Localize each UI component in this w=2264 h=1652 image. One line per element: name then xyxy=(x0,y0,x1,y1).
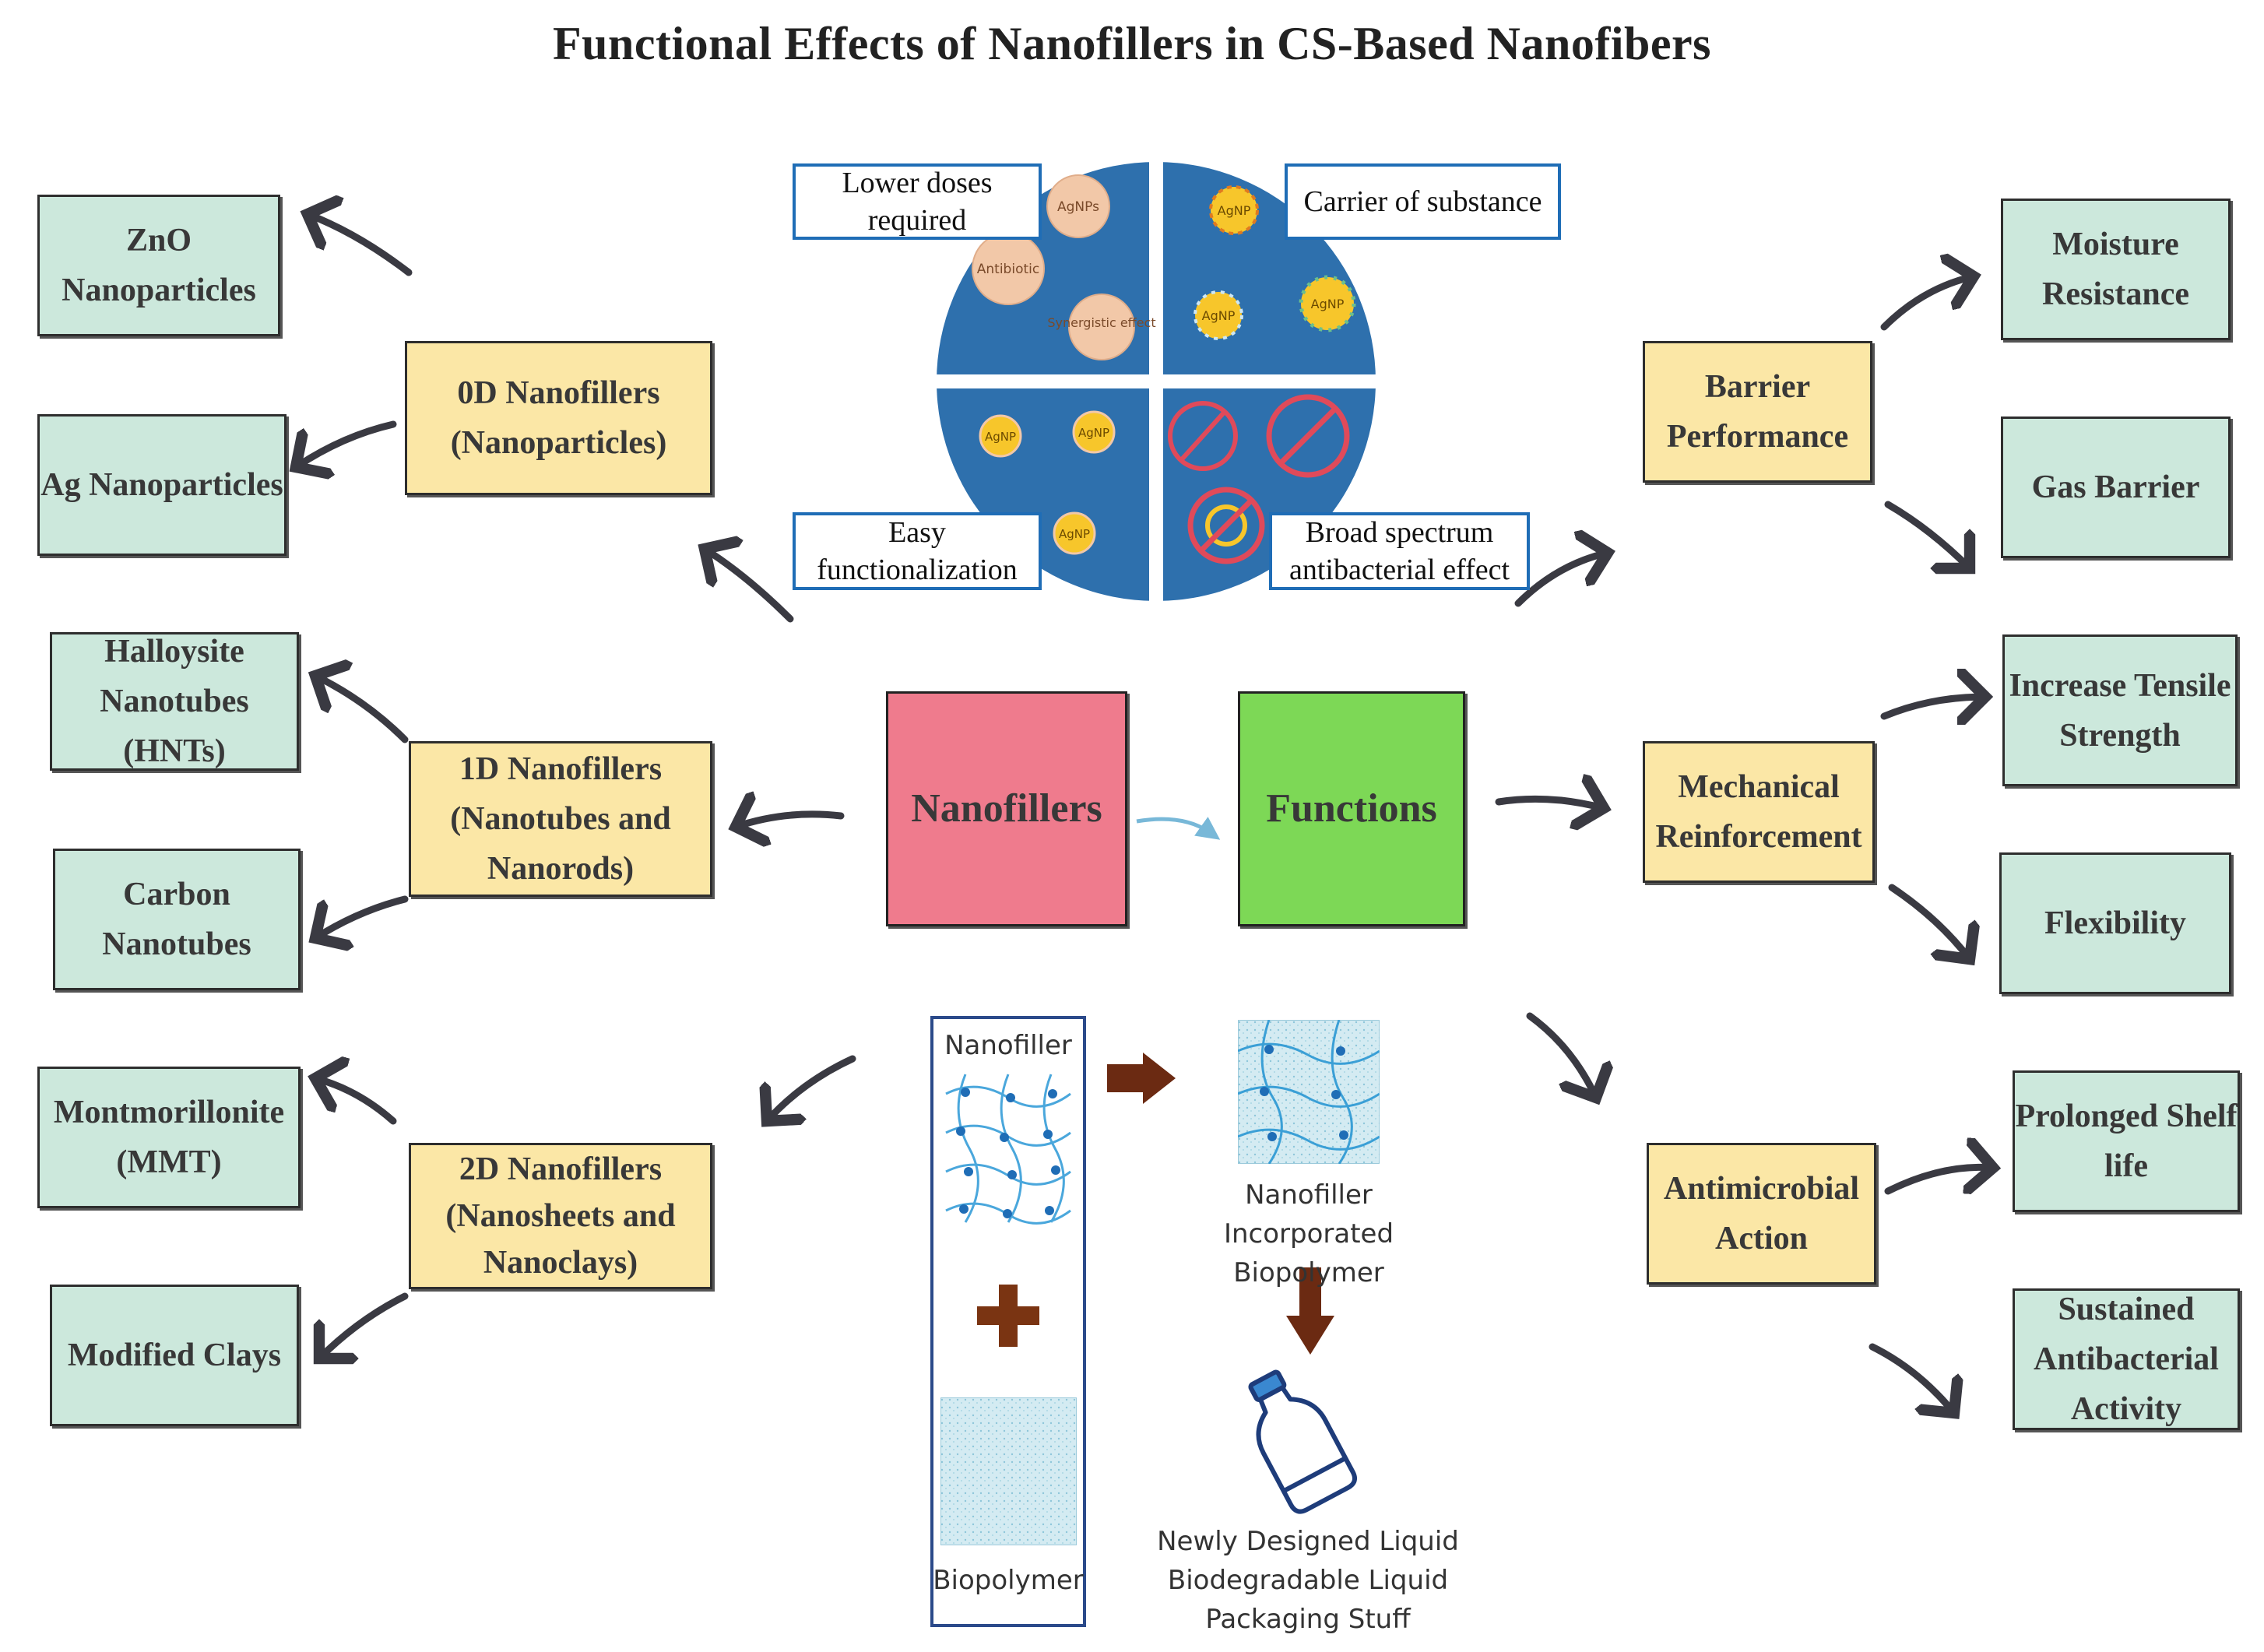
label-easy-functionalization: Easy functionalization xyxy=(793,512,1042,590)
category-1d: 1D Nanofillers (Nanotubes and Nanorods) xyxy=(409,741,712,897)
arrow-center-antimicrobial xyxy=(1526,1012,1596,1098)
arrow-barrier-gas xyxy=(1884,501,1970,568)
nanofiller-caption: Nanofiller xyxy=(944,1030,1072,1061)
antibacterial-icon xyxy=(1168,394,1350,564)
svg-text:AgNP: AgNP xyxy=(1059,527,1090,541)
arrow-anti-shelf xyxy=(1884,1167,1993,1191)
example-hnt: Halloysite Nanotubes (HNTs) xyxy=(50,632,299,771)
example-modified-clays: Modified Clays xyxy=(50,1285,299,1426)
brown-arrow-right xyxy=(1107,1053,1176,1104)
arrow-2d-mmt xyxy=(315,1078,397,1125)
function-antimicrobial: Antimicrobial Action xyxy=(1647,1143,1876,1285)
outcome-gas-barrier: Gas Barrier xyxy=(2001,417,2231,558)
nanofiller-network-icon xyxy=(945,1074,1071,1225)
incorporated-caption: Nanofiller Incorporated Biopolymer xyxy=(1223,1179,1394,1288)
arrow-0d-ag xyxy=(296,420,397,467)
nanofillers-box: Nanofillers xyxy=(886,691,1127,926)
arrow-mechanical-tensile xyxy=(1880,697,1985,716)
outcome-moisture: Moisture Resistance xyxy=(2001,199,2231,340)
arrow-center-0d xyxy=(705,549,794,623)
label-carrier: Carrier of substance xyxy=(1285,163,1561,240)
brown-arrow-down xyxy=(1286,1267,1334,1355)
incorporated-biopolymer-icon xyxy=(1238,1020,1380,1164)
label-broad-spectrum: Broad spectrum antibacterial effect xyxy=(1269,512,1530,590)
gear-icon xyxy=(972,174,1135,360)
example-cnt: Carbon Nanotubes xyxy=(53,849,301,990)
biopolymer-block-icon xyxy=(940,1397,1077,1545)
outcome-sustained: Sustained Antibacterial Activity xyxy=(2013,1288,2240,1430)
arrow-2d-clays xyxy=(319,1292,409,1359)
arrow-1d-cnt xyxy=(315,895,409,938)
outcome-flexibility: Flexibility xyxy=(1999,852,2231,994)
plus-icon xyxy=(977,1285,1039,1347)
example-ag: Ag Nanoparticles xyxy=(37,414,287,556)
function-mechanical: Mechanical Reinforcement xyxy=(1643,741,1875,883)
category-0d: 0D Nanofillers (Nanoparticles) xyxy=(405,341,712,495)
example-mmt: Montmorillonite (MMT) xyxy=(37,1067,301,1208)
gear-synergy-label: Synergistic effect xyxy=(1047,315,1155,330)
outcome-shelf-life: Prolonged Shelf life xyxy=(2013,1070,2240,1212)
gear-antibiotic-label: Antibiotic xyxy=(977,262,1039,277)
arrow-center-2d xyxy=(767,1055,856,1121)
functionalized-agnp-icon xyxy=(979,410,1116,555)
arrow-mechanical-flex xyxy=(1888,884,1970,959)
svg-text:AgNP: AgNP xyxy=(1218,203,1251,218)
arrow-center-1d xyxy=(736,814,845,827)
page-title: Functional Effects of Nanofillers in CS-… xyxy=(553,18,1711,69)
packaging-caption: Newly Designed Liquid Biodegradable Liqu… xyxy=(1157,1526,1459,1635)
agnp-particle-icon xyxy=(1194,185,1356,340)
arrow-center-barrier xyxy=(1514,553,1608,607)
arrow-anti-sustained xyxy=(1869,1343,1954,1413)
svg-text:AgNP: AgNP xyxy=(985,430,1016,444)
arrow-nanofillers-functions xyxy=(1136,817,1221,840)
functions-box: Functions xyxy=(1238,691,1465,926)
arrow-1d-hnt xyxy=(315,676,409,743)
arrow-functions-mechanical xyxy=(1495,799,1604,808)
svg-text:AgNP: AgNP xyxy=(1311,297,1345,311)
svg-text:AgNP: AgNP xyxy=(1202,308,1236,323)
gear-agnps-label: AgNPs xyxy=(1057,199,1099,215)
bottle-icon xyxy=(1248,1369,1358,1514)
svg-text:AgNP: AgNP xyxy=(1078,426,1109,440)
category-2d: 2D Nanofillers (Nanosheets and Nanoclays… xyxy=(409,1143,712,1289)
function-barrier: Barrier Performance xyxy=(1643,341,1872,483)
outcome-tensile: Increase Tensile Strength xyxy=(2002,634,2238,786)
example-zno: ZnO Nanoparticles xyxy=(37,195,280,336)
arrow-0d-zno xyxy=(308,214,413,276)
arrow-barrier-moisture xyxy=(1880,276,1974,331)
label-lower-doses: Lower doses required xyxy=(793,163,1042,240)
biopolymer-caption: Biopolymer xyxy=(933,1565,1084,1596)
